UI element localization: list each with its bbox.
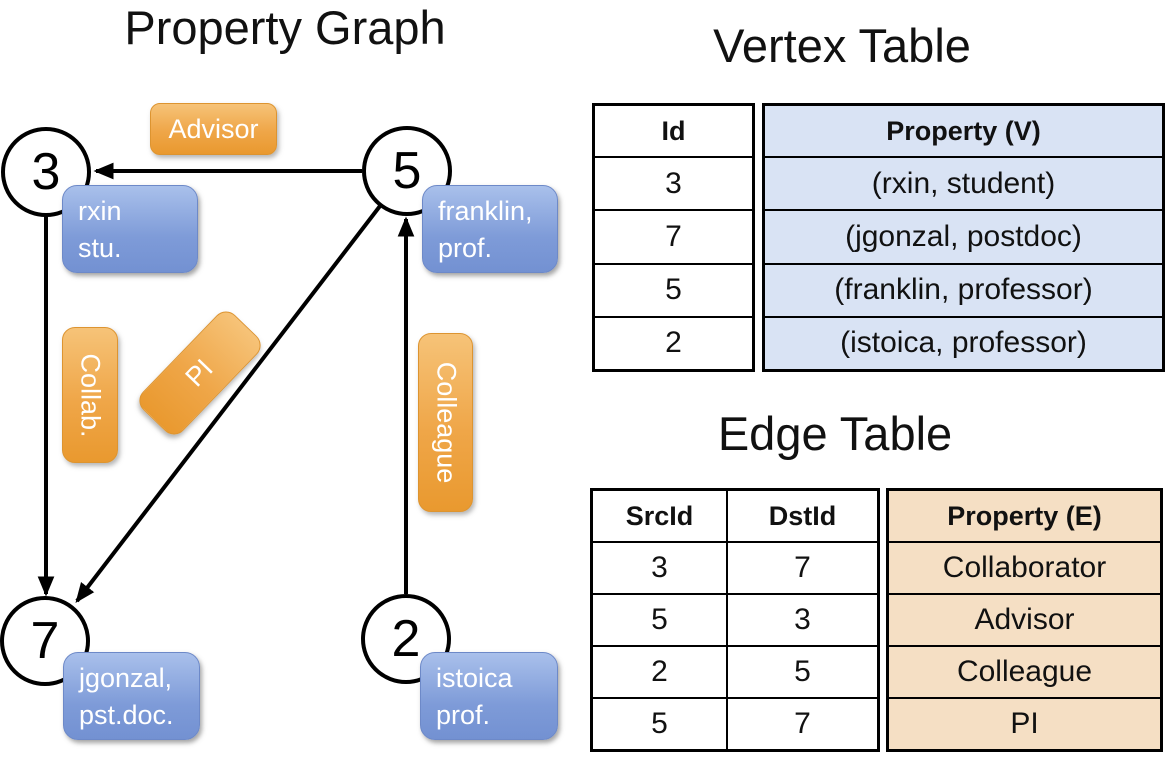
- vertex-label-franklin: franklin, prof.: [422, 185, 558, 273]
- vertex-label-line2: stu.: [78, 233, 122, 263]
- vertex-label-line2: prof.: [436, 700, 491, 730]
- edge-table-dst-header: DstId: [728, 491, 877, 543]
- table-cell: 7: [794, 707, 811, 740]
- table-cell: 5: [651, 707, 668, 740]
- node-id: 7: [30, 612, 60, 670]
- vertex-label-istoica: istoica prof.: [420, 652, 558, 740]
- edge-table-id-columns: SrcId 3 5 2 5 DstId 7 3 5 7: [590, 488, 880, 752]
- table-cell: (jgonzal, postdoc): [765, 211, 1162, 265]
- table-cell: 5: [728, 647, 877, 699]
- vertex-label-line2: prof.: [438, 233, 493, 263]
- table-cell: 5: [595, 265, 752, 318]
- vertex-table-title: Vertex Table: [713, 19, 971, 72]
- table-cell: Advisor: [889, 595, 1160, 647]
- edge-pi-arrow: [75, 204, 382, 603]
- table-cell: 7: [728, 543, 877, 595]
- edge-label-advisor: Advisor: [150, 103, 277, 155]
- edge-label-colleague: Colleague: [418, 333, 473, 512]
- edge-table: SrcId 3 5 2 5 DstId 7 3 5 7 Property (E)…: [590, 488, 1163, 752]
- table-cell: PI: [1010, 707, 1039, 740]
- table-cell: (istoica, professor): [840, 326, 1087, 360]
- vertex-label-jgonzal: jgonzal, pst.doc.: [63, 652, 200, 740]
- node-id: 5: [392, 142, 422, 200]
- table-cell: 2: [665, 326, 682, 360]
- vertex-table: Id 3 7 5 2 Property (V) (rxin, student) …: [592, 103, 1165, 372]
- vertex-label-line1: franklin,: [438, 196, 533, 226]
- vertex-label-line1: rxin: [78, 196, 122, 226]
- table-cell: (franklin, professor): [765, 265, 1162, 318]
- vertex-label-line2: pst.doc.: [79, 700, 174, 730]
- node-id: 2: [391, 610, 421, 668]
- vertex-table-property-column: Property (V) (rxin, student) (jgonzal, p…: [762, 103, 1165, 372]
- table-cell: 7: [595, 211, 752, 265]
- edge-label-text: PI: [179, 353, 220, 393]
- edge-table-title: Edge Table: [717, 407, 953, 460]
- table-cell: Collaborator: [889, 543, 1160, 595]
- edge-label-collab: Collab.: [62, 327, 118, 463]
- edge-table-src-header: SrcId: [593, 491, 726, 543]
- table-cell: 3: [595, 158, 752, 212]
- vertex-label-rxin: rxin stu.: [62, 185, 198, 273]
- edge-table-dst-column: DstId 7 3 5 7: [728, 491, 877, 749]
- vertex-table-property-header: Property (V): [765, 106, 1162, 158]
- vertex-table-id-column: Id 3 7 5 2: [592, 103, 755, 372]
- edge-table-property-header: Property (E): [889, 491, 1160, 543]
- table-cell: 2: [593, 647, 726, 699]
- edge-label-text: Colleague: [431, 361, 461, 484]
- edge-table-property-column: Property (E) Collaborator Advisor Collea…: [886, 488, 1163, 752]
- table-cell: 3: [593, 543, 726, 595]
- node-id: 3: [31, 143, 61, 201]
- table-cell: (rxin, student): [765, 158, 1162, 212]
- property-graph-title: Property Graph: [124, 1, 446, 54]
- table-cell: 5: [593, 595, 726, 647]
- edge-table-src-column: SrcId 3 5 2 5: [593, 491, 728, 749]
- vertex-label-line1: istoica: [436, 663, 513, 693]
- vertex-label-line1: jgonzal,: [79, 663, 173, 693]
- edge-label-text: Advisor: [168, 113, 259, 144]
- edge-label-text: Collab.: [75, 352, 106, 438]
- graph-node-3: 3: [1, 127, 91, 217]
- table-cell: 3: [728, 595, 877, 647]
- vertex-table-id-header: Id: [595, 106, 752, 158]
- table-cell: Colleague: [889, 647, 1160, 699]
